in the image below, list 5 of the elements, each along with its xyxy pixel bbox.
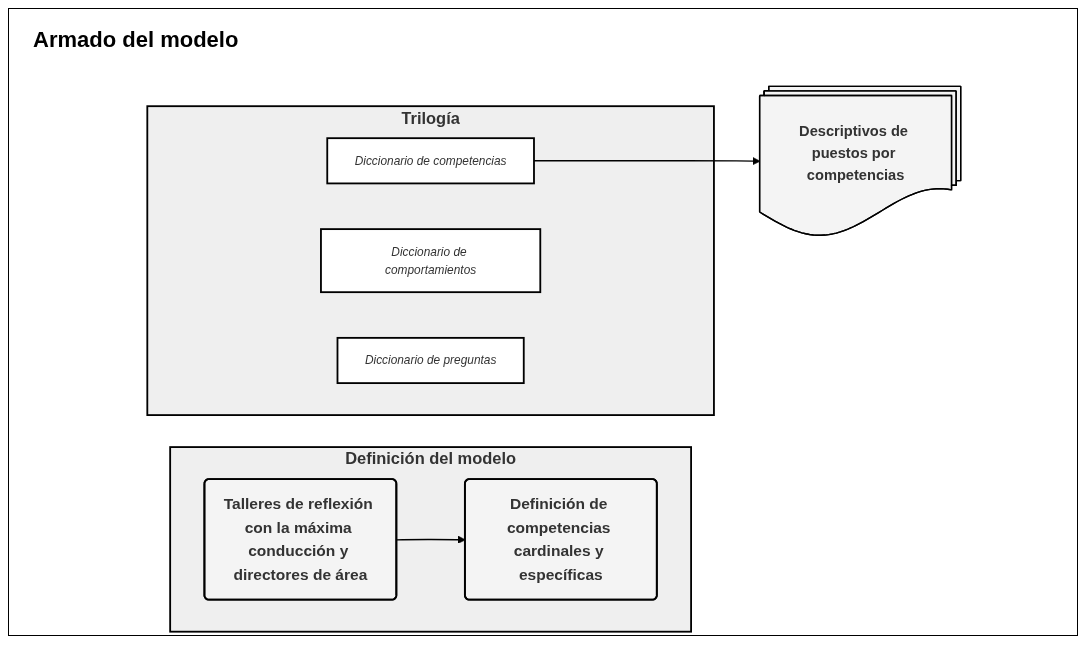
arrow (533, 157, 761, 166)
diagram-title: Armado del modelo (33, 27, 239, 53)
node-box: Diccionario de comportamientos (320, 228, 542, 294)
node-box: Diccionario de competencias (326, 137, 535, 185)
node-box: Diccionario de preguntas (336, 336, 525, 384)
